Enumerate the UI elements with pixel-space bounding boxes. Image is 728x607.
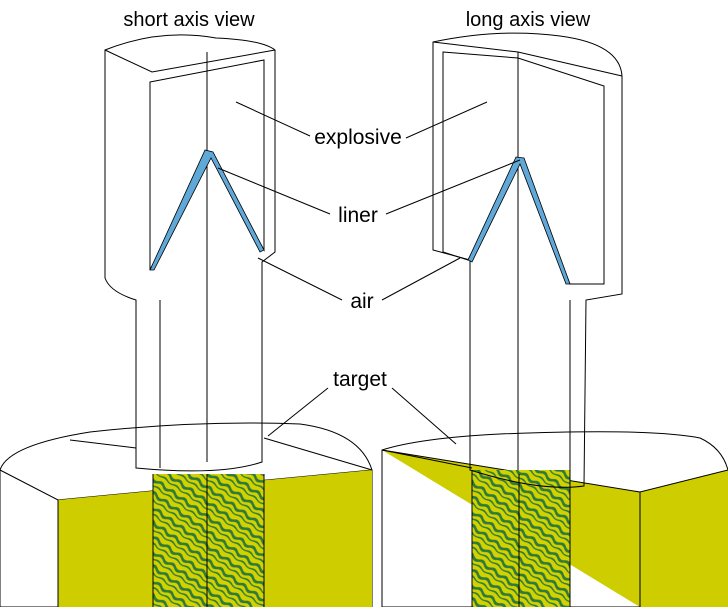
right-casing: [432, 32, 623, 488]
leader-lines: [217, 101, 521, 445]
left-liner: [149, 149, 265, 271]
air-label: air: [350, 290, 373, 313]
right-target-block: [381, 431, 728, 607]
left-target-block: [0, 422, 373, 607]
right-liner: [467, 156, 571, 285]
right-view-title: long axis view: [466, 9, 591, 31]
left-casing: [104, 34, 276, 472]
explosive-label: explosive: [314, 126, 402, 149]
liner-label: liner: [338, 204, 378, 227]
left-view-title: short axis view: [123, 9, 255, 31]
short-axis-view: [0, 34, 373, 607]
target-label: target: [333, 368, 387, 391]
long-axis-view: [381, 32, 728, 607]
